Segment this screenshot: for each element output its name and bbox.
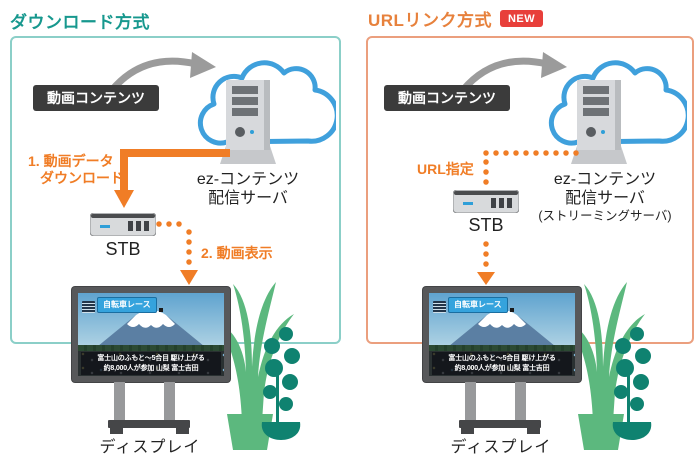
- stand-foot: [110, 428, 123, 434]
- url-label: URL指定: [417, 161, 474, 177]
- stand-base: [108, 420, 190, 428]
- caption-line1: 富士山のふもと〜5合目 駆け上がる: [448, 355, 556, 363]
- server-name-line3: (ストリーミングサーバ): [538, 209, 672, 223]
- plant-icon: [218, 282, 301, 450]
- tv-caption: 富士山のふもと〜5合目 駆け上がる 約8,000人が参加 山梨 富士吉田: [432, 352, 572, 375]
- stand-leg: [465, 382, 476, 422]
- server-name-line2: 配信サーバ: [208, 190, 288, 207]
- server-name: ez-コンテンツ 配信サーバ (ストリーミングサーバ): [520, 170, 690, 224]
- display-arrow-icon: [477, 241, 495, 285]
- display-arrow-icon: [156, 221, 198, 285]
- tv-screen: 富士山のふもと〜5合目 駆け上がる 約8,000人が参加 山梨 富士吉田 自転車…: [78, 293, 224, 376]
- url-arrow-icon: [483, 150, 581, 191]
- title-dot: [158, 308, 163, 312]
- mount-fuji-icon: [443, 310, 561, 351]
- download-arrow-icon: [114, 149, 230, 208]
- video-content-label: 動画コンテンツ: [33, 85, 159, 111]
- display-label: ディスプレイ: [99, 439, 201, 456]
- caption-line2: 約8,000人が参加 山梨 富士吉田: [454, 364, 550, 372]
- tv-frame: 富士山のふもと〜5合目 駆け上がる 約8,000人が参加 山梨 富士吉田 自転車…: [423, 287, 581, 382]
- mount-fuji-icon: [92, 310, 210, 351]
- step2-label: 2. 動画表示: [201, 245, 273, 261]
- upload-arrow-icon: [459, 52, 567, 94]
- broadcaster-logo-icon: [82, 301, 95, 313]
- tv-caption: 富士山のふもと〜5合目 駆け上がる 約8,000人が参加 山梨 富士吉田: [81, 352, 221, 375]
- upload-arrow-icon: [108, 52, 216, 94]
- step1-label: 1. 動画データ ダウンロード: [28, 153, 124, 187]
- tv-screen: 富士山のふもと〜5合目 駆け上がる 約8,000人が参加 山梨 富士吉田 自転車…: [429, 293, 575, 376]
- tv-titlebar: 自転車レース: [82, 297, 163, 313]
- right-panel-header: URLリンク方式 NEW: [368, 6, 544, 31]
- new-badge: NEW: [499, 10, 544, 27]
- stand-foot: [461, 428, 474, 434]
- program-title: 自転車レース: [97, 297, 157, 313]
- left-panel-title: ダウンロード方式: [10, 13, 150, 32]
- forest-strip: [429, 345, 575, 355]
- tv-titlebar: 自転車レース: [433, 297, 514, 313]
- caption-line1: 富士山のふもと〜5合目 駆け上がる: [97, 355, 205, 363]
- display-unit: 富士山のふもと〜5合目 駆け上がる 約8,000人が参加 山梨 富士吉田 自転車…: [72, 287, 230, 437]
- display-unit: 富士山のふもと〜5合目 駆け上がる 約8,000人が参加 山梨 富士吉田 自転車…: [423, 287, 581, 437]
- stand-foot: [176, 428, 189, 434]
- stand-leg: [164, 382, 175, 422]
- stand-base: [459, 420, 541, 428]
- display-label: ディスプレイ: [450, 439, 552, 456]
- right-panel-title: URLリンク方式: [368, 11, 492, 30]
- stb-icon: [453, 190, 519, 213]
- stand-leg: [515, 382, 526, 422]
- broadcaster-logo-icon: [433, 301, 446, 313]
- stb-label: STB: [105, 239, 141, 259]
- plant-icon: [569, 282, 652, 450]
- program-title: 自転車レース: [448, 297, 508, 313]
- step1-line1: 1. 動画データ: [28, 153, 114, 169]
- server-name: ez-コンテンツ 配信サーバ: [177, 170, 319, 208]
- stand-foot: [527, 428, 540, 434]
- server-name-line1: ez-コンテンツ: [196, 171, 300, 188]
- tv-frame: 富士山のふもと〜5合目 駆け上がる 約8,000人が参加 山梨 富士吉田 自転車…: [72, 287, 230, 382]
- server-icon: [571, 80, 627, 164]
- title-dot: [509, 308, 514, 312]
- video-content-label: 動画コンテンツ: [384, 85, 510, 111]
- forest-strip: [78, 345, 224, 355]
- server-name-line2: 配信サーバ: [565, 190, 645, 207]
- stand-leg: [114, 382, 125, 422]
- server-name-line1: ez-コンテンツ: [553, 171, 657, 188]
- server-icon: [220, 80, 276, 164]
- stb-icon: [90, 213, 156, 236]
- stb-label: STB: [468, 215, 504, 235]
- caption-line2: 約8,000人が参加 山梨 富士吉田: [103, 364, 199, 372]
- step1-line2: ダウンロード: [40, 170, 124, 186]
